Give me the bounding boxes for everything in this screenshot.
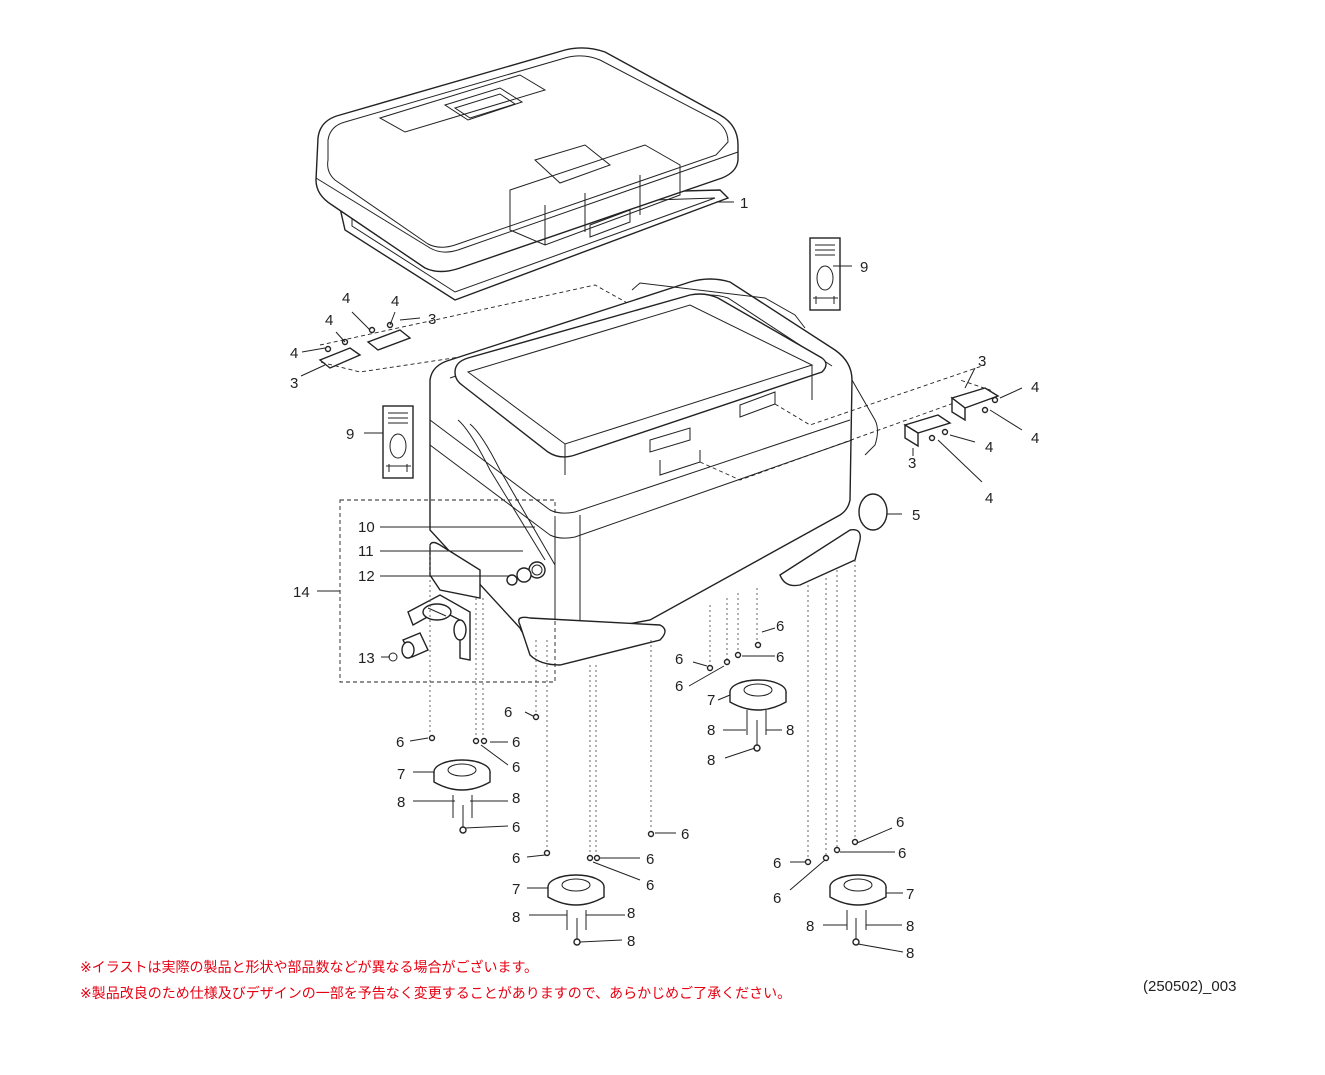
callout-6: 6 <box>896 814 904 831</box>
callout-11: 11 <box>358 543 374 560</box>
callout-8: 8 <box>707 752 715 769</box>
callout-6: 6 <box>675 678 683 695</box>
callout-4: 4 <box>342 290 350 307</box>
callout-8: 8 <box>707 722 715 739</box>
screws-6 <box>428 641 859 866</box>
feet <box>433 679 887 906</box>
callout-6: 6 <box>898 845 906 862</box>
screws-8 <box>452 710 867 946</box>
callout-7: 7 <box>707 692 715 709</box>
callout-8: 8 <box>627 933 635 950</box>
foot-7-right <box>829 874 887 906</box>
callout-6: 6 <box>512 850 520 867</box>
callout-6: 6 <box>773 890 781 907</box>
disclaimer-spec-change: ※製品改良のため仕様及びデザインの一部を予告なく変更することがありますので、あら… <box>80 986 792 1002</box>
guide-lines <box>429 545 856 858</box>
disclaimer-illustration: ※イラストは実際の製品と形状や部品数などが異なる場合がございます。 <box>80 960 539 976</box>
callout-8: 8 <box>786 722 794 739</box>
callout-6: 6 <box>675 651 683 668</box>
callout-7: 7 <box>906 886 914 903</box>
callout-6: 6 <box>776 649 784 666</box>
callout-6: 6 <box>773 855 781 872</box>
callout-8: 8 <box>512 790 520 807</box>
drain-cap-5 <box>858 493 888 531</box>
callout-5: 5 <box>912 507 920 524</box>
callout-8: 8 <box>397 794 405 811</box>
callout-6: 6 <box>396 734 404 751</box>
cooler-body <box>429 278 992 666</box>
foot-7-center <box>729 679 787 711</box>
callout-9: 9 <box>860 259 868 276</box>
callout-4: 4 <box>985 439 993 456</box>
drain-parts <box>388 594 471 662</box>
callout-14: 14 <box>293 584 310 601</box>
left-hinges <box>318 284 641 373</box>
foot-7-left <box>433 759 491 791</box>
callout-6: 6 <box>681 826 689 843</box>
callout-6: 6 <box>504 704 512 721</box>
callout-4: 4 <box>1031 379 1039 396</box>
label-sticker-9-left <box>382 405 414 479</box>
callout-8: 6 <box>512 819 520 836</box>
callout-7: 7 <box>512 881 520 898</box>
callout-3: 3 <box>428 311 436 328</box>
callout-8: 8 <box>806 918 814 935</box>
callout-3: 3 <box>978 353 986 370</box>
foot-7-bottom <box>547 874 605 906</box>
callout-4: 4 <box>1031 430 1039 447</box>
callout-10: 10 <box>358 519 375 536</box>
callout-4: 4 <box>985 490 993 507</box>
callout-6: 6 <box>646 877 654 894</box>
callout-13: 13 <box>358 650 375 667</box>
callout-9: 9 <box>346 426 354 443</box>
callout-4: 4 <box>290 345 298 362</box>
callout-6: 6 <box>512 759 520 776</box>
callout-7: 7 <box>397 766 405 783</box>
callout-8: 8 <box>627 905 635 922</box>
callout-12: 12 <box>358 568 375 585</box>
callout-8: 8 <box>906 945 914 962</box>
callout-4: 4 <box>391 293 399 310</box>
callout-6: 6 <box>776 618 784 635</box>
callout-4: 4 <box>325 312 333 329</box>
callout-3: 3 <box>290 375 298 392</box>
label-sticker-9-top <box>809 237 841 311</box>
callout-6: 6 <box>646 851 654 868</box>
lid-assembly <box>315 47 739 301</box>
callout-1: 1 <box>740 195 748 212</box>
callout-6: 6 <box>512 734 520 751</box>
leader-lines <box>300 201 1023 953</box>
callout-numbers: 1 4 4 4 3 4 3 9 9 3 4 4 4 3 4 5 10 11 12… <box>290 195 1039 962</box>
callout-8: 8 <box>906 918 914 935</box>
right-hinges <box>903 387 1000 448</box>
document-code: (250502)_003 <box>1143 978 1237 995</box>
callout-8: 8 <box>512 909 520 926</box>
callout-3: 3 <box>908 455 916 472</box>
